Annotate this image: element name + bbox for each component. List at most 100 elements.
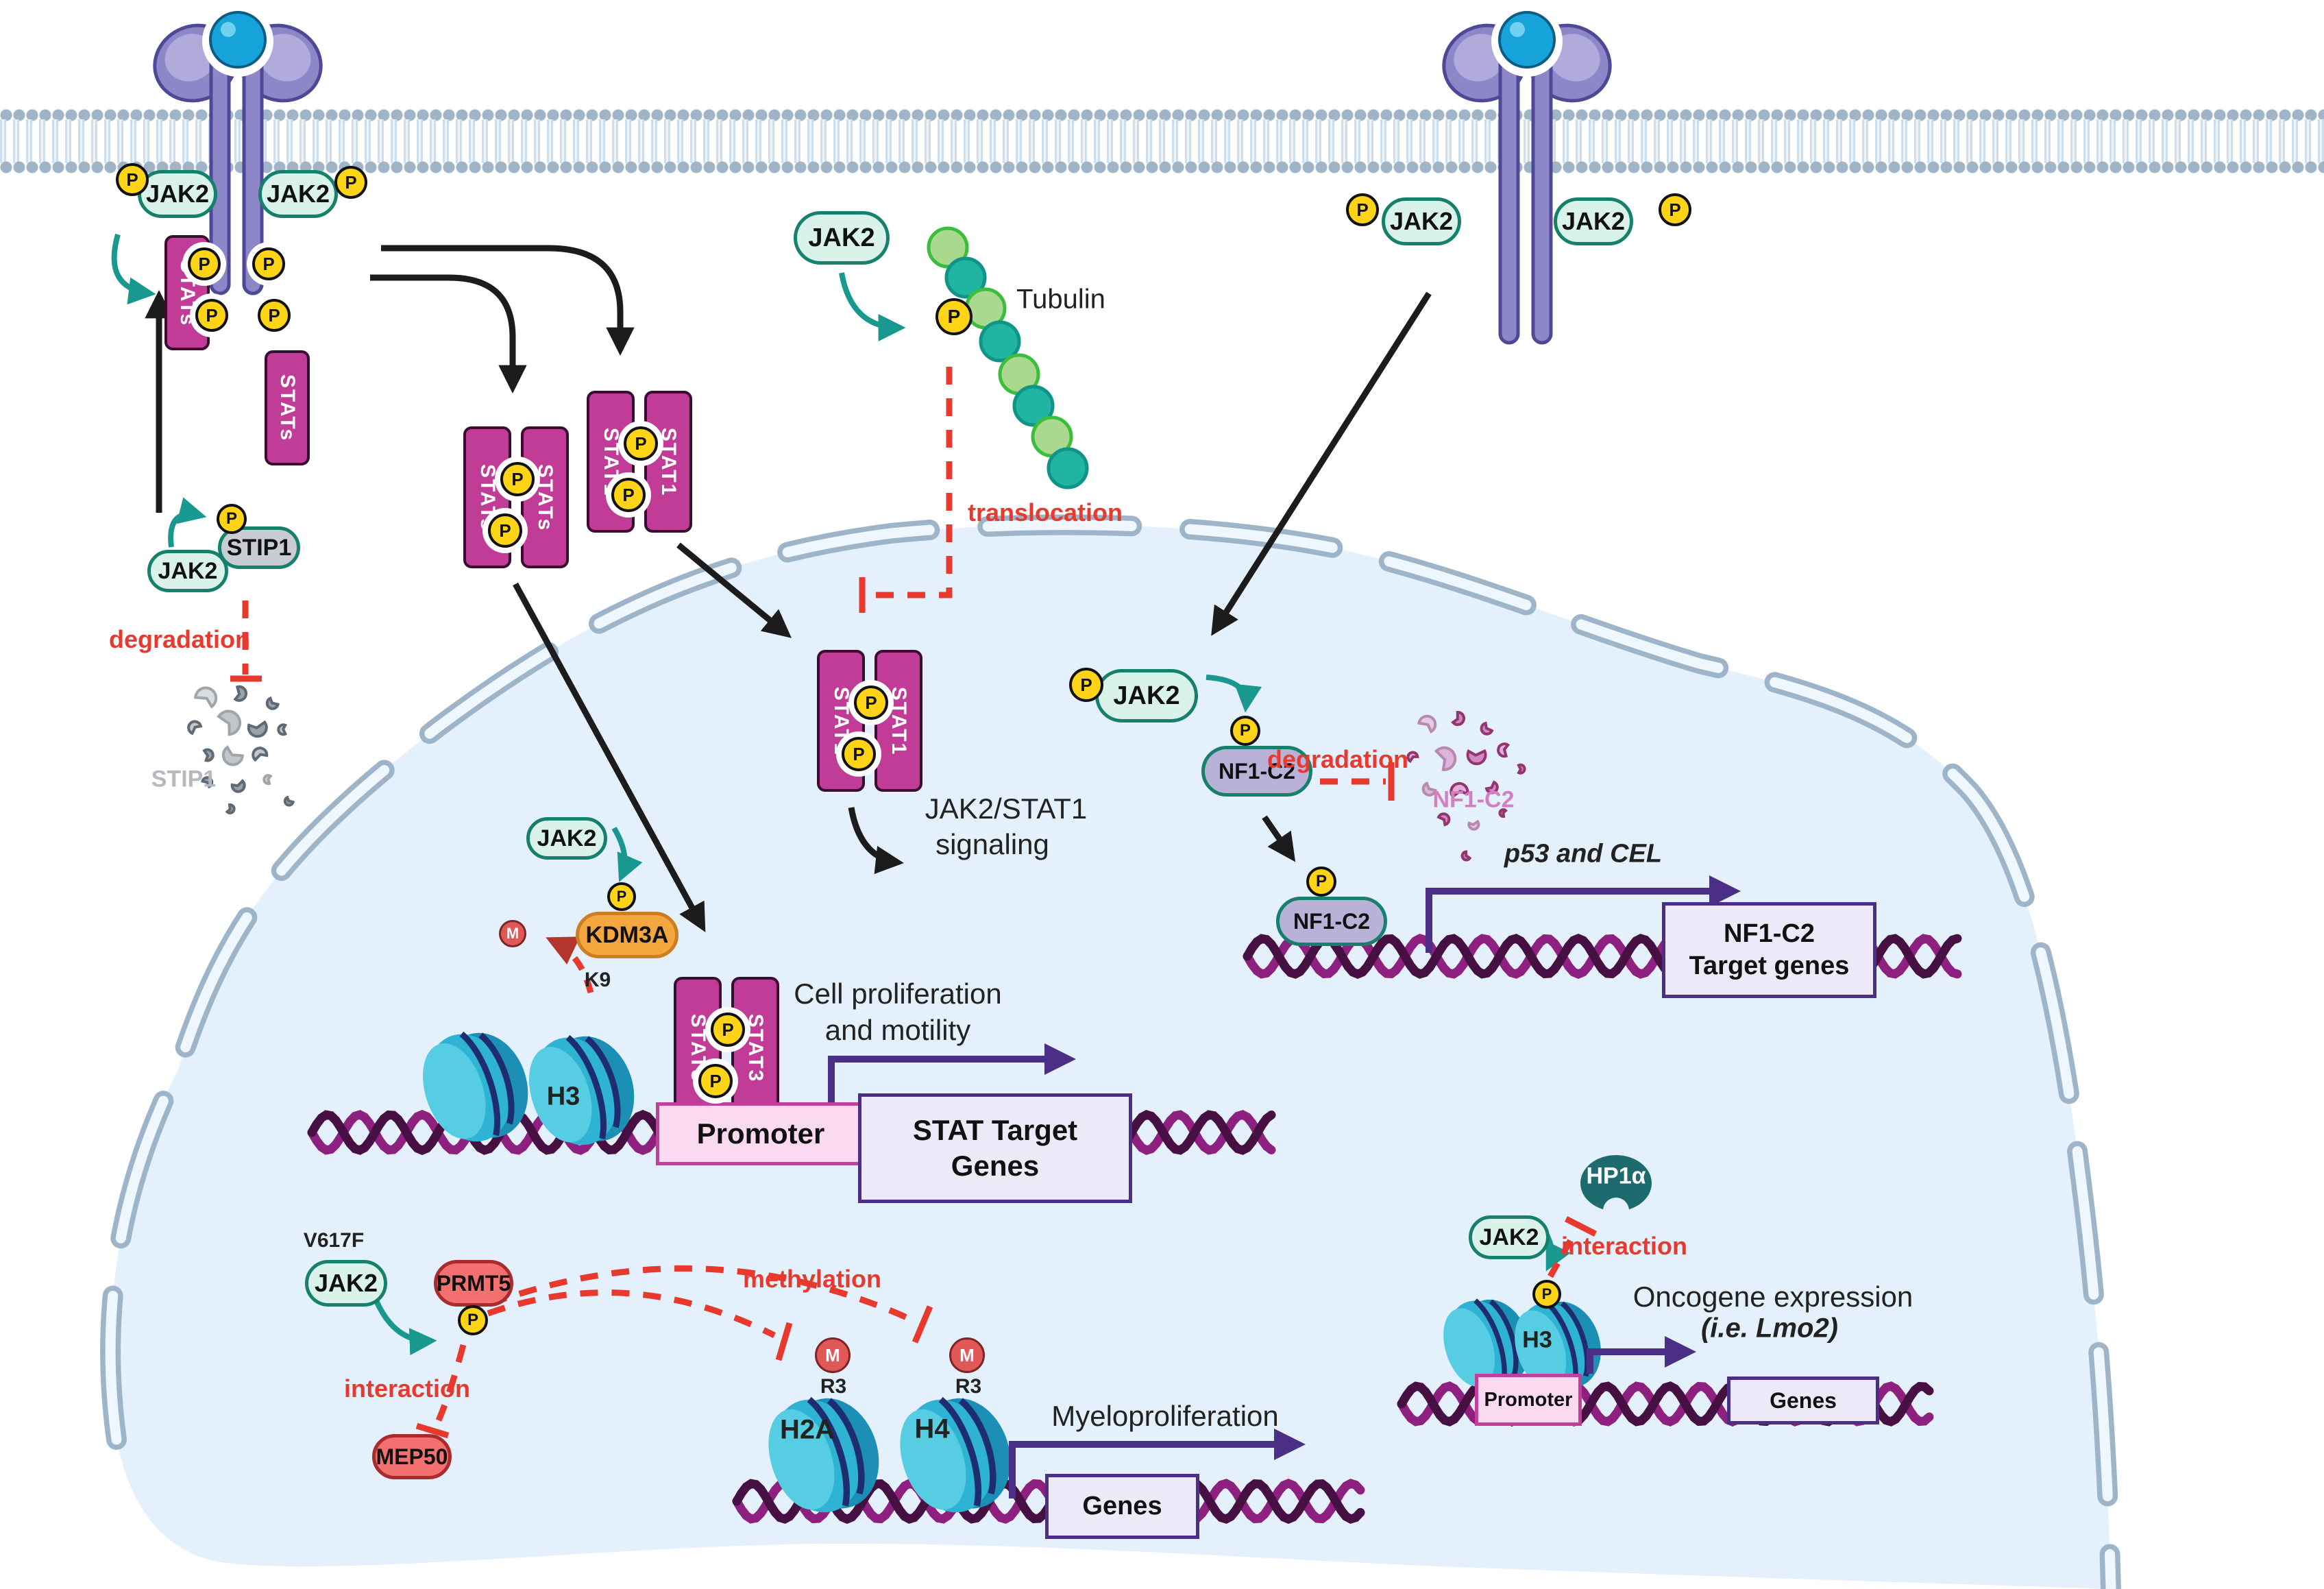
ligand-highlight: [221, 22, 236, 37]
jak2-pill-receptor-left-a: JAK2: [138, 170, 217, 218]
phospho-p: P: [1306, 866, 1336, 897]
histone-disk: [1515, 1300, 1601, 1391]
nucleus-body: [110, 524, 2111, 1589]
phospho-p: P: [188, 247, 221, 280]
lipid-tails: [0, 119, 2324, 163]
translocation-dash: [869, 367, 953, 598]
protein-fragment: [1451, 711, 1465, 727]
stat1-unit: STAT1: [587, 391, 635, 533]
cytokine-receptor-right: [1442, 5, 1612, 345]
methylation-tbar-h4: [912, 1305, 933, 1344]
stat1-dimer-nucleus: STAT1 STAT1: [817, 650, 922, 792]
protein-fragment: [201, 776, 214, 789]
jak2-pill-stip1: JAK2: [147, 550, 228, 592]
interaction-label-right: interaction: [1561, 1232, 1688, 1260]
stats-dimer: STATs STATs: [463, 426, 569, 568]
degraded-protein-fragments: [187, 685, 1526, 862]
promoter-label: Promoter: [696, 1117, 825, 1150]
promoter-label: Promoter: [1484, 1388, 1573, 1411]
protein-fragment: [202, 748, 215, 762]
jak2-phospho-stip1-arrow: [168, 497, 207, 548]
jak2-pill-v617f: JAK2: [305, 1260, 387, 1307]
protein-fragment: [1436, 812, 1451, 827]
phospho-p: P: [854, 686, 888, 720]
black-arrows: [145, 245, 1432, 932]
h4-label: H4: [914, 1414, 950, 1444]
tubulin-filament: [927, 226, 1089, 489]
lipid-heads-bottom: [0, 160, 2324, 174]
protein-fragment: [283, 795, 295, 807]
h2a-label: H2A: [779, 1414, 835, 1445]
stats-to-stat3-arrow: [513, 582, 706, 932]
stat1-dimer-cytoplasm: STAT1 STAT1: [587, 391, 692, 533]
protein-fragment: [194, 686, 218, 709]
jak2-pill-hp1a: JAK2: [1469, 1215, 1550, 1259]
nuclear-envelope-inner: [105, 520, 2116, 1589]
protein-fragment: [1460, 850, 1472, 862]
phospho-p: P: [258, 299, 291, 332]
histone-disk: [768, 1396, 879, 1513]
k9-label: K9: [584, 969, 611, 991]
genes-box-myelo: Genes: [1045, 1474, 1199, 1539]
promoter-box-oncogene: Promoter: [1475, 1374, 1582, 1426]
jak2-phospho-prmt5-arrow: [373, 1298, 437, 1356]
lipid-heads-top: [0, 108, 2324, 122]
phospho-p: P: [711, 1012, 745, 1047]
phospho-p: P: [500, 462, 535, 496]
nf1c2-target-genes-box: NF1-C2 Target genes: [1662, 902, 1876, 998]
cytokine-receptor-left: [153, 5, 323, 295]
jak2-phospho-tubulin-arrow: [839, 272, 906, 341]
degradation-label-left: degradation: [108, 625, 251, 653]
protein-fragment: [1450, 781, 1469, 799]
cell-prolif-line1: Cell proliferation: [794, 978, 1002, 1010]
protein-fragment: [221, 745, 244, 766]
cell-prolif-line2: and motility: [824, 1014, 971, 1046]
nf1c2-to-dna-arrow: [1262, 815, 1296, 862]
stip1-debris-label: STIP1: [151, 766, 217, 792]
histone-disk: [529, 1034, 635, 1145]
phospho-p: P: [195, 299, 228, 332]
methyl-m: M: [815, 1337, 851, 1373]
genes-box-oncogene: Genes: [1727, 1376, 1879, 1424]
mep50-interaction-dash: [435, 1344, 467, 1422]
jak2-pill-receptor-left-b: JAK2: [258, 170, 338, 218]
translocation-label: translocation: [967, 498, 1123, 526]
phospho-p: P: [842, 737, 876, 771]
protein-fragment: [1466, 749, 1487, 766]
phospho-p: P: [611, 478, 646, 512]
stats-label: STATs: [276, 374, 299, 442]
methylation-dash-h2a: [487, 1289, 776, 1339]
stat1-label: STAT1: [657, 427, 680, 496]
protein-fragment: [1498, 808, 1508, 818]
kdm3a-pill: KDM3A: [576, 912, 678, 958]
stat-target-gene-arrow: [828, 1043, 1076, 1114]
jak2-phospho-kdm3a-arrow: [611, 826, 643, 882]
protein-fragment: [247, 720, 268, 738]
ligand: [209, 11, 267, 69]
stat1-signaling-arrow: [848, 807, 904, 875]
stat3-dimer: STAT3 STAT3: [674, 977, 779, 1119]
gene-arrows: [828, 875, 1741, 1499]
phospho-p: P: [458, 1305, 488, 1335]
myeloproliferation-label: Myeloproliferation: [1051, 1400, 1279, 1432]
promoter-box-stat3: Promoter: [656, 1102, 866, 1165]
nucleosomes: [423, 1031, 1601, 1513]
phospho-p: P: [1659, 193, 1691, 226]
protein-fragment: [1421, 781, 1437, 797]
oncogene-label-line2: (i.e. Lmo2): [1700, 1313, 1839, 1344]
protein-fragment: [1517, 763, 1526, 775]
nf1c2-target-line1: NF1-C2: [1723, 919, 1815, 948]
protein-fragment: [1484, 780, 1499, 794]
phospho-p: P: [1532, 1280, 1561, 1309]
phospho-p: P: [698, 1064, 733, 1098]
protein-fragment: [230, 779, 246, 793]
oncogene-label-line1: Oncogene expression: [1632, 1281, 1913, 1313]
jak2-pill-tubulin: JAK2: [794, 211, 890, 265]
protein-fragment: [1434, 746, 1457, 771]
phospho-p: P: [935, 298, 973, 335]
stat1-label: STAT1: [888, 686, 910, 755]
protein-fragment: [233, 685, 248, 702]
jak2-pill-receptor-right-a: JAK2: [1382, 197, 1461, 245]
